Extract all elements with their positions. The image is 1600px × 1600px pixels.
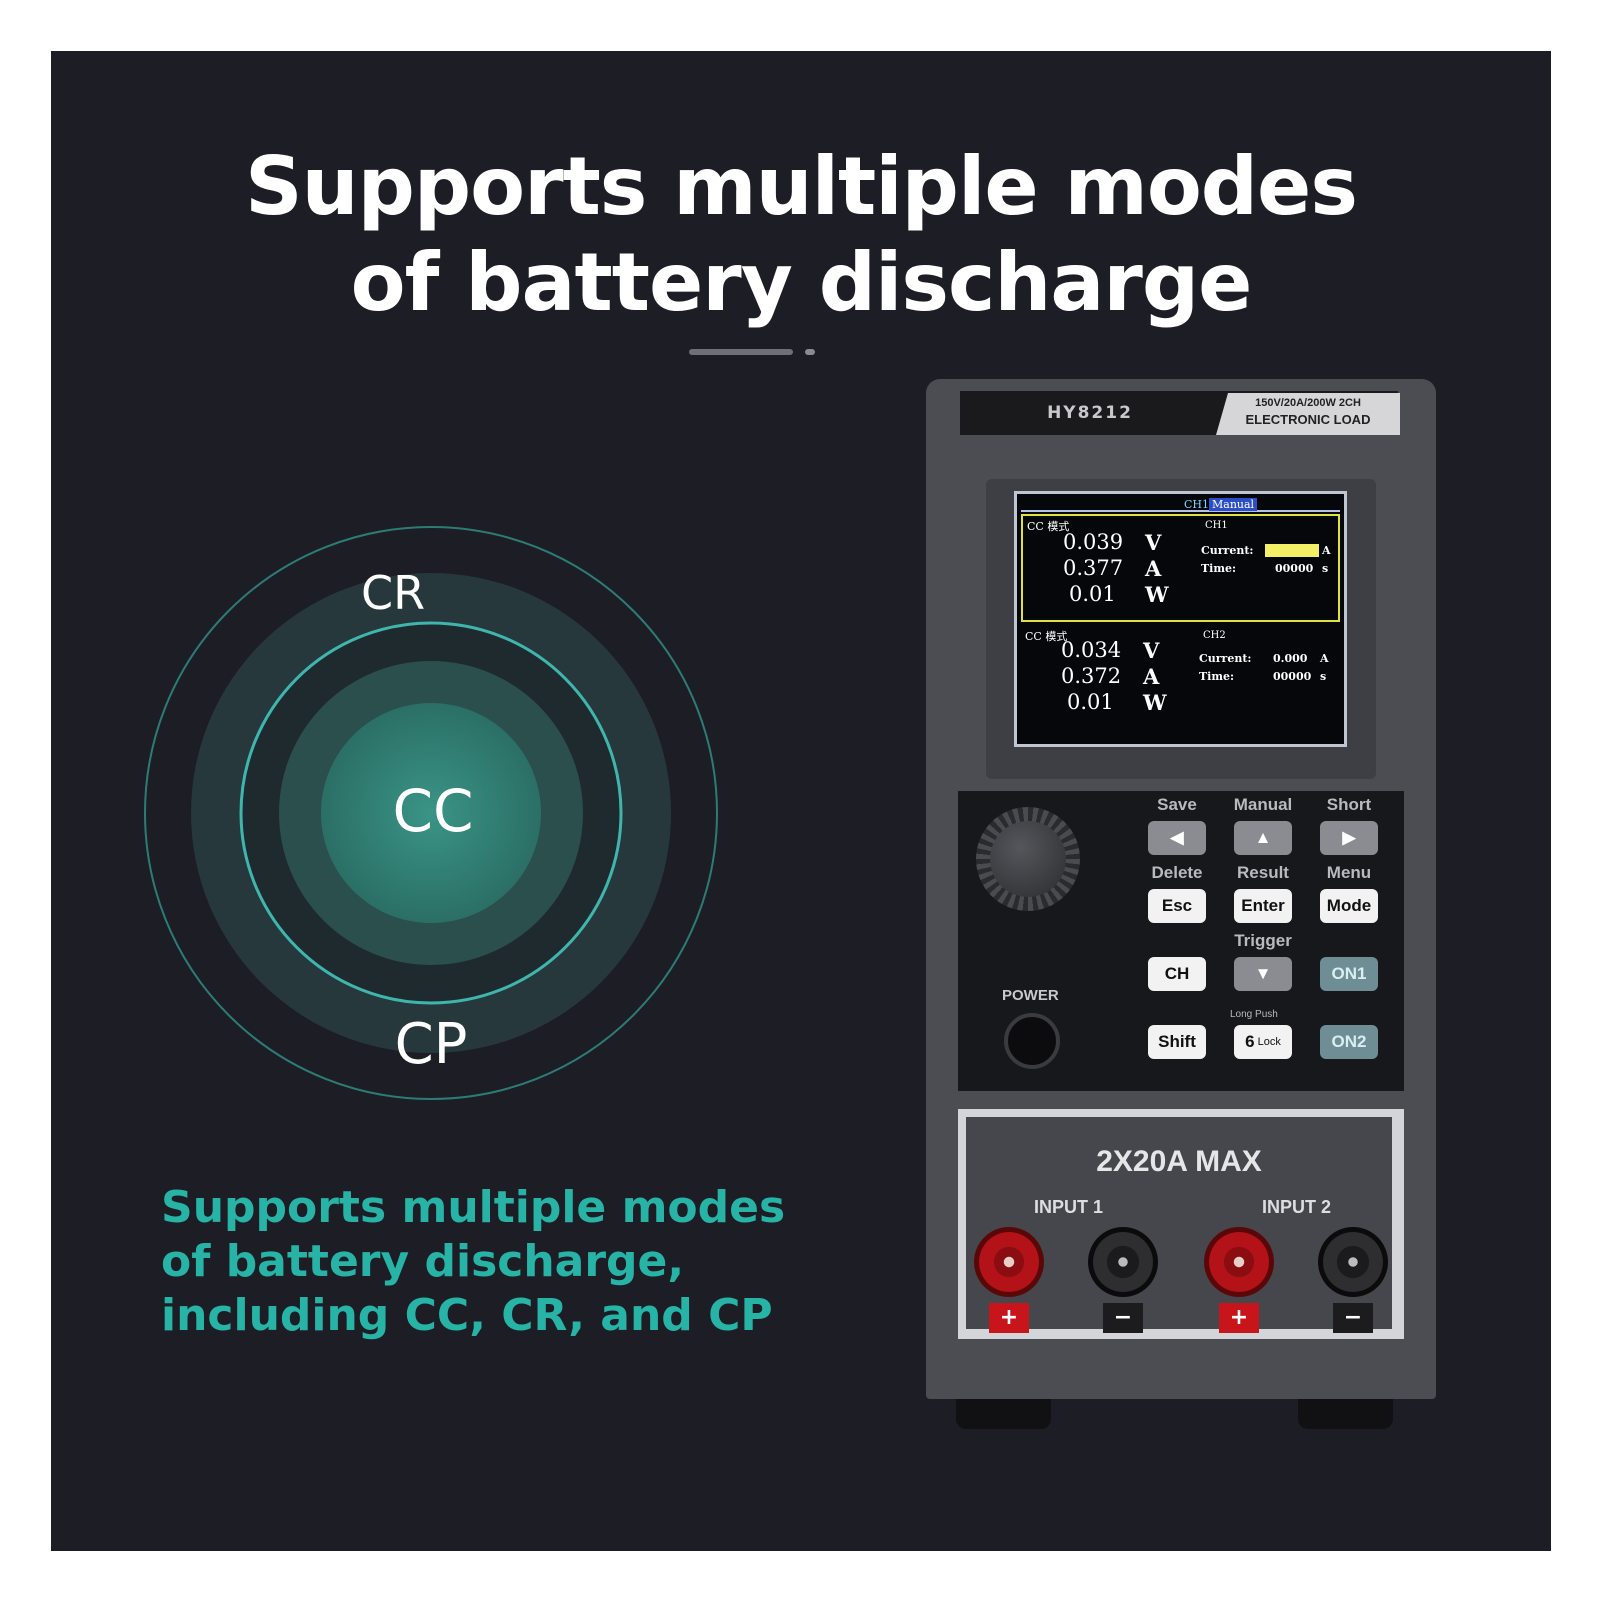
long-push-note: Long Push: [1230, 1009, 1278, 1020]
input-1-label: INPUT 1: [1034, 1197, 1104, 1217]
page-title: Supports multiple modes of battery disch…: [51, 139, 1551, 331]
mode-cp-label: CP: [395, 1012, 468, 1077]
ch2-power: 0.01: [1067, 690, 1114, 714]
model-bar: HY8212 150V/20A/200W 2CH ELECTRONIC LOAD: [960, 391, 1400, 435]
ch2-current-value: 0.000: [1273, 652, 1308, 665]
ch2-time-label: Time:: [1199, 670, 1235, 683]
menu-label: Menu: [1326, 863, 1372, 882]
spec-line-1: 150V/20A/200W 2CH: [1255, 397, 1361, 409]
input-2-label: INPUT 2: [1262, 1197, 1332, 1217]
short-label: Short: [1326, 795, 1372, 814]
input-terminal-inner: 2X20A MAX INPUT 1 INPUT 2 + − + −: [966, 1117, 1392, 1333]
ch2-voltage-unit: V: [1143, 638, 1160, 663]
ch1-voltage-unit: V: [1145, 530, 1162, 555]
input-2-plus-marker: +: [1219, 1303, 1259, 1333]
ch2-current-label: Current:: [1199, 652, 1252, 665]
caption-line-1: Supports multiple modes: [161, 1182, 786, 1233]
ch2-id: CH2: [1203, 630, 1226, 641]
trigger-label: Trigger: [1234, 931, 1292, 950]
ch1-time-label: Time:: [1201, 562, 1237, 575]
on1-button[interactable]: ON1: [1320, 957, 1378, 991]
input-2-negative-terminal[interactable]: [1318, 1227, 1388, 1297]
cc-core: [321, 703, 541, 923]
feature-caption: Supports multiple modes of battery disch…: [161, 1181, 785, 1343]
lcd-header-channel: CH1: [1184, 498, 1210, 511]
lock-text: Lock: [1257, 1036, 1281, 1048]
ch2-time-value: 00000: [1273, 670, 1312, 683]
input-1-negative-terminal[interactable]: [1088, 1227, 1158, 1297]
power-label: POWER: [1002, 987, 1059, 1004]
lcd-header: CH1 Manual: [1021, 497, 1340, 512]
ch1-time-unit: s: [1322, 562, 1329, 575]
ch1-id: CH1: [1205, 520, 1228, 531]
input-2-positive-terminal[interactable]: [1204, 1227, 1274, 1297]
divider-bar: [689, 349, 793, 355]
right-arrow-button[interactable]: ▶: [1320, 821, 1378, 855]
title-line-2: of battery discharge: [350, 236, 1253, 329]
ch2-current: 0.372: [1061, 664, 1122, 688]
mode-rings-graphic: CC CR CP: [144, 526, 718, 1100]
ch2-voltage: 0.034: [1061, 638, 1122, 662]
lock-button[interactable]: 6 Lock: [1234, 1025, 1292, 1059]
lock-number: 6: [1245, 1032, 1255, 1051]
input-terminal-panel: 2X20A MAX INPUT 1 INPUT 2 + − + −: [958, 1109, 1404, 1339]
esc-button[interactable]: Esc: [1148, 889, 1206, 923]
lcd-screen: CH1 Manual CC 模式 0.039 V 0.377 A 0.01 W …: [1014, 491, 1347, 747]
ch2-power-unit: W: [1143, 690, 1167, 715]
electronic-load-device: HY8212 150V/20A/200W 2CH ELECTRONIC LOAD…: [926, 379, 1436, 1499]
spec-plate: 150V/20A/200W 2CH ELECTRONIC LOAD: [1216, 393, 1400, 435]
ch1-current: 0.377: [1063, 556, 1124, 580]
down-arrow-button[interactable]: ▼: [1234, 957, 1292, 991]
background-panel: Supports multiple modes of battery disch…: [51, 51, 1551, 1551]
outer-ring: [144, 526, 718, 1100]
save-label: Save: [1157, 795, 1197, 814]
ch2-mode-label: CC 模式: [1025, 630, 1068, 643]
model-name: HY8212: [1047, 403, 1133, 423]
input-1-minus-marker: −: [1103, 1303, 1143, 1333]
caption-line-3: including CC, CR, and CP: [161, 1290, 773, 1341]
left-arrow-button[interactable]: ◀: [1148, 821, 1206, 855]
ch2-current-set-unit: A: [1320, 652, 1329, 665]
channel-2-panel: CC 模式 0.034 V 0.372 A 0.01 W CH2 Current…: [1021, 626, 1340, 734]
max-current-label: 2X20A MAX: [1096, 1145, 1262, 1178]
divider-dot: [805, 349, 815, 355]
title-line-1: Supports multiple modes: [245, 140, 1358, 233]
manual-label: Manual: [1233, 795, 1293, 814]
ch-button[interactable]: CH: [1148, 957, 1206, 991]
lcd-header-mode: Manual: [1209, 498, 1258, 511]
channel-1-panel: CC 模式 0.039 V 0.377 A 0.01 W CH1 Current…: [1021, 514, 1340, 622]
mode-cc-label: CC: [393, 777, 474, 845]
spec-line-2: ELECTRONIC LOAD: [1245, 412, 1371, 427]
ch1-current-label: Current:: [1201, 544, 1254, 557]
enter-button[interactable]: Enter: [1234, 889, 1292, 923]
input-1-plus-marker: +: [989, 1303, 1029, 1333]
device-body: HY8212 150V/20A/200W 2CH ELECTRONIC LOAD…: [926, 379, 1436, 1399]
mode-cr-label: CR: [361, 566, 425, 620]
mode-button[interactable]: Mode: [1320, 889, 1378, 923]
up-arrow-button[interactable]: ▲: [1234, 821, 1292, 855]
ch1-voltage: 0.039: [1063, 530, 1124, 554]
keypad-panel: Save Manual Short ◀ ▲ ▶ Delete Result Me…: [958, 791, 1404, 1091]
ch1-current-edit-field[interactable]: [1265, 544, 1319, 557]
caption-line-2: of battery discharge,: [161, 1236, 685, 1287]
input-1-positive-terminal[interactable]: [974, 1227, 1044, 1297]
ch1-power: 0.01: [1069, 582, 1116, 606]
input-2-minus-marker: −: [1333, 1303, 1373, 1333]
ch1-mode-label: CC 模式: [1027, 520, 1070, 533]
ch2-current-unit: A: [1143, 664, 1160, 689]
power-button[interactable]: [1004, 1013, 1060, 1069]
result-label: Result: [1237, 863, 1289, 882]
rotary-encoder-knob[interactable]: [976, 807, 1080, 911]
ch1-time-value: 00000: [1275, 562, 1314, 575]
ch2-time-unit: s: [1320, 670, 1327, 683]
ch1-current-set-unit: A: [1322, 544, 1331, 557]
ch1-current-unit: A: [1145, 556, 1162, 581]
on2-button[interactable]: ON2: [1320, 1025, 1378, 1059]
shift-button[interactable]: Shift: [1148, 1025, 1206, 1059]
ch1-power-unit: W: [1145, 582, 1169, 607]
delete-label: Delete: [1151, 863, 1203, 882]
